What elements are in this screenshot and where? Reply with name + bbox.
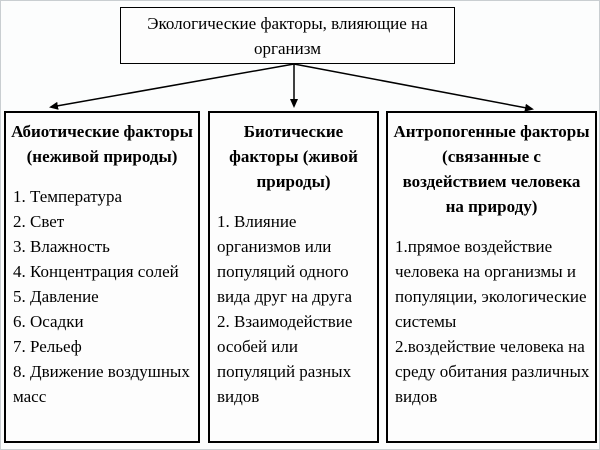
- list-item: 1.прямое воздействие человека на организ…: [395, 237, 587, 331]
- arrow-to-anthropogenic: [293, 63, 534, 112]
- anthropogenic-factors-header: Антропогенные факторы (связанные с возде…: [393, 122, 590, 216]
- list-item: 2. Свет: [13, 212, 65, 231]
- biotic-factors-header: Биотические факторы (живой природы): [229, 122, 358, 191]
- anthropogenic-factors-list: 1.прямое воздействие человека на организ…: [388, 234, 595, 409]
- abiotic-factors-list: 1. Температура 2. Свет 3. Влажность 4. К…: [6, 184, 198, 409]
- list-item: 4. Концентрация солей: [13, 262, 179, 281]
- list-item: 1. Температура: [13, 187, 123, 206]
- list-item: 2.воздействие человека на среду обитания…: [395, 337, 590, 406]
- list-item: 3. Влажность: [13, 237, 110, 256]
- list-item: 7. Рельеф: [13, 337, 82, 356]
- biotic-factors-list: 1. Влияние организмов или популяций одно…: [210, 209, 377, 409]
- anthropogenic-factors-box: Антропогенные факторы (связанные с возде…: [386, 111, 597, 443]
- biotic-factors-box: Биотические факторы (живой природы) 1. В…: [208, 111, 379, 443]
- arrow-to-abiotic: [49, 63, 295, 110]
- list-item: 8. Движение воздушных масс: [13, 362, 190, 406]
- abiotic-factors-header: Абиотические факторы (неживой природы): [11, 122, 193, 166]
- diagram-title: Экологические факторы, влияющие на орган…: [147, 13, 428, 58]
- connector-arrows: [49, 63, 534, 112]
- list-item: 2. Взаимодействие особей или популяций р…: [217, 312, 353, 406]
- root-node-box: Экологические факторы, влияющие на орган…: [120, 7, 455, 64]
- list-item: 1. Влияние организмов или популяций одно…: [217, 212, 353, 306]
- abiotic-factors-box: Абиотические факторы (неживой природы) 1…: [4, 111, 200, 443]
- list-item: 6. Осадки: [13, 312, 84, 331]
- list-item: 5. Давление: [13, 287, 99, 306]
